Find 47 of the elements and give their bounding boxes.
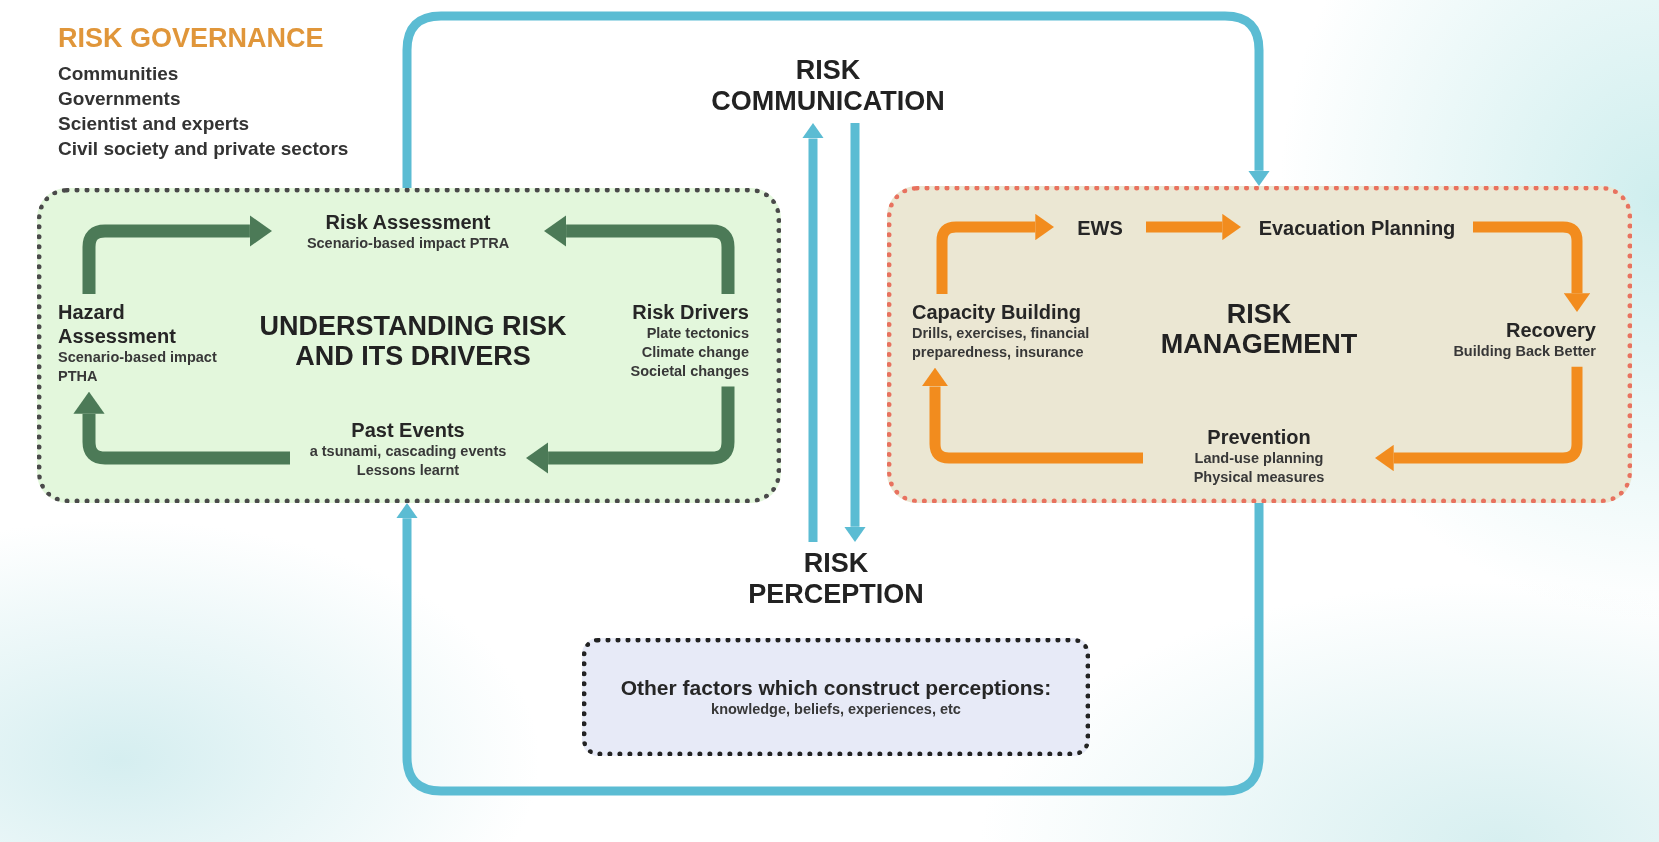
arrow [73, 391, 290, 465]
step-description: Scenario-based impact PTRA [305, 234, 511, 253]
arrow [802, 123, 824, 542]
step-title: EWS [1076, 216, 1124, 240]
step-description: Societal changes [629, 361, 749, 381]
arrow [936, 213, 1054, 294]
panel-text: knowledge, beliefs, experiences, etc [711, 700, 961, 719]
step-description: Scenario-based impact PTHA [58, 348, 218, 386]
arrow [402, 11, 1270, 188]
step-description: Climate change [640, 342, 749, 362]
step-title: Risk Drivers [631, 300, 749, 324]
step-title: Past Events [350, 418, 466, 442]
stakeholder-label: Governments [58, 88, 181, 111]
stakeholder-label: Communities [58, 63, 179, 86]
step-description: Drills, exercises, financial preparedness, insurance [912, 324, 1091, 362]
arrow [1146, 213, 1241, 241]
step-title: Hazard Assessment [58, 300, 177, 348]
step-title: Prevention [1206, 425, 1312, 449]
dotted-panel [887, 186, 1632, 503]
arrow [844, 123, 866, 542]
arrow [82, 215, 272, 294]
panel-title: UNDERSTANDING RISK AND ITS DRIVERS [258, 311, 568, 372]
step-description: a tsunami, cascading events [308, 442, 508, 461]
arrow [526, 386, 735, 474]
step-title: Recovery [1504, 318, 1596, 342]
panel-heading: Other factors which construct perceptions: [620, 675, 1052, 701]
arrow [921, 367, 1143, 464]
step-description: Physical measures [1192, 467, 1326, 487]
section-heading: RISK PERCEPTION [747, 548, 925, 611]
group-heading: RISK GOVERNANCE [58, 22, 324, 55]
step-description: Plate tectonics [645, 324, 749, 343]
step-description: Lessons learnt [355, 460, 461, 480]
step-title: Capacity Building [912, 300, 1082, 324]
arrow [544, 215, 735, 294]
step-title: Evacuation Planning [1257, 216, 1457, 240]
stakeholder-label: Civil society and private sectors [58, 138, 349, 161]
arrow [1473, 221, 1591, 312]
section-heading: RISK COMMUNICATION [710, 55, 946, 118]
step-description: Building Back Better [1452, 342, 1596, 361]
panel-title: RISK MANAGEMENT [1159, 299, 1359, 360]
dotted-panel [37, 188, 781, 503]
dotted-panel [582, 638, 1090, 756]
step-title: Risk Assessment [324, 210, 492, 234]
stakeholder-label: Scientist and experts [58, 113, 250, 136]
step-description: Land-use planning [1193, 449, 1325, 468]
arrow [396, 503, 1264, 796]
arrow [1375, 366, 1583, 472]
